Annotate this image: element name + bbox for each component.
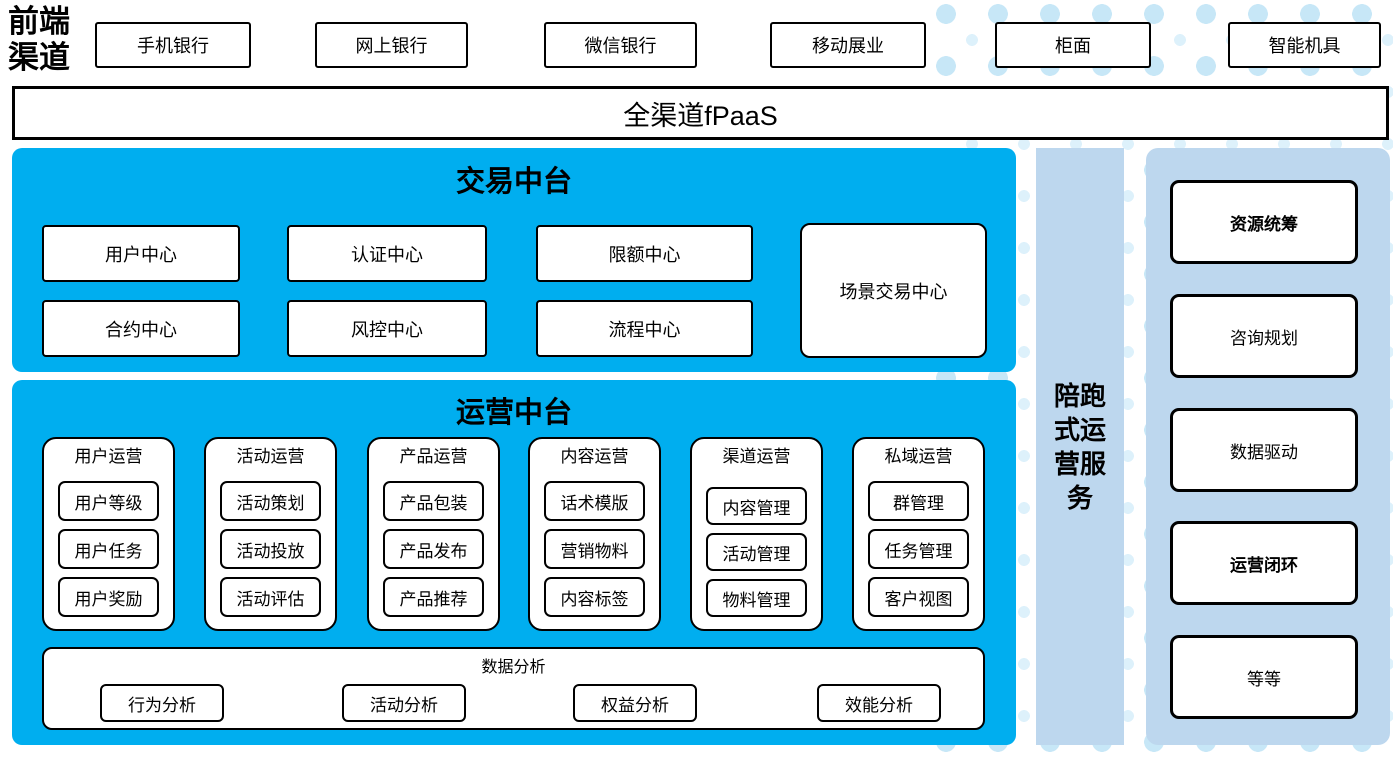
content-tag-box: 内容标签 [544, 577, 645, 617]
content-ops-column: 内容运营 话术模版 营销物料 内容标签 [528, 437, 661, 631]
accompany-service-bar: 陪跑式运营服务 [1036, 148, 1124, 745]
contract-center-box: 合约中心 [42, 300, 240, 357]
product-release-box: 产品发布 [383, 529, 484, 569]
activity-planning-box: 活动策划 [220, 481, 321, 521]
private-domain-ops-title: 私域运营 [884, 447, 953, 466]
trading-platform: 交易中台 用户中心 认证中心 限额中心 合约中心 风控中心 流程中心 场景交易中… [12, 148, 1016, 372]
etc-box: 等等 [1170, 635, 1358, 719]
product-ops-title: 产品运营 [399, 447, 468, 466]
efficiency-analysis-box: 效能分析 [817, 684, 941, 722]
user-level-box: 用户等级 [58, 481, 159, 521]
content-management-box: 内容管理 [706, 487, 807, 525]
user-ops-column: 用户运营 用户等级 用户任务 用户奖励 [42, 437, 175, 631]
marketing-material-box: 营销物料 [544, 529, 645, 569]
task-management-box: 任务管理 [868, 529, 969, 569]
content-ops-title: 内容运营 [560, 447, 629, 466]
user-center-box: 用户中心 [42, 225, 240, 282]
product-ops-column: 产品运营 产品包装 产品发布 产品推荐 [367, 437, 500, 631]
activity-ops-title: 活动运营 [236, 447, 305, 466]
frontend-channels-label: 前端渠道 [8, 4, 70, 75]
accompany-service-label: 陪跑式运营服务 [1053, 380, 1106, 513]
user-reward-box: 用户奖励 [58, 577, 159, 617]
customer-view-box: 客户视图 [868, 577, 969, 617]
limit-center-box: 限额中心 [536, 225, 753, 282]
behavior-analysis-box: 行为分析 [100, 684, 224, 722]
product-packaging-box: 产品包装 [383, 481, 484, 521]
channel-ops-column: 渠道运营 内容管理 活动管理 物料管理 [690, 437, 823, 631]
data-driven-box: 数据驱动 [1170, 408, 1358, 492]
material-management-box: 物料管理 [706, 579, 807, 617]
risk-center-box: 风控中心 [287, 300, 487, 357]
activity-analysis-box: 活动分析 [342, 684, 466, 722]
private-domain-ops-column: 私域运营 群管理 任务管理 客户视图 [852, 437, 985, 631]
activity-management-box: 活动管理 [706, 533, 807, 571]
scenario-trading-center-box: 场景交易中心 [800, 223, 987, 358]
user-task-box: 用户任务 [58, 529, 159, 569]
channel-online-banking: 网上银行 [315, 22, 468, 68]
channel-mobile-banking: 手机银行 [95, 22, 251, 68]
activity-delivery-box: 活动投放 [220, 529, 321, 569]
activity-ops-column: 活动运营 活动策划 活动投放 活动评估 [204, 437, 337, 631]
script-template-box: 话术模版 [544, 481, 645, 521]
fpaas-bar: 全渠道fPaaS [12, 86, 1389, 140]
channel-mobile-sales: 移动展业 [770, 22, 926, 68]
operation-closed-loop-box: 运营闭环 [1170, 521, 1358, 605]
operations-platform: 运营中台 用户运营 用户等级 用户任务 用户奖励 活动运营 活动策划 活动投放 … [12, 380, 1016, 745]
operations-platform-title: 运营中台 [455, 397, 572, 429]
data-analysis-title: 数据分析 [481, 659, 546, 676]
channel-counter: 柜面 [995, 22, 1151, 68]
product-recommendation-box: 产品推荐 [383, 577, 484, 617]
benefit-analysis-box: 权益分析 [573, 684, 697, 722]
data-analysis-box: 数据分析 行为分析 活动分析 权益分析 效能分析 [42, 647, 985, 730]
group-management-box: 群管理 [868, 481, 969, 521]
channel-smart-devices: 智能机具 [1228, 22, 1381, 68]
channel-wechat-banking: 微信银行 [544, 22, 697, 68]
channel-ops-title: 渠道运营 [722, 447, 791, 466]
auth-center-box: 认证中心 [287, 225, 487, 282]
consulting-planning-box: 咨询规划 [1170, 294, 1358, 378]
resource-coordination-box: 资源统筹 [1170, 180, 1358, 264]
activity-evaluation-box: 活动评估 [220, 577, 321, 617]
services-panel: 资源统筹 咨询规划 数据驱动 运营闭环 等等 [1146, 148, 1390, 745]
trading-platform-title: 交易中台 [455, 166, 572, 198]
process-center-box: 流程中心 [536, 300, 753, 357]
user-ops-title: 用户运营 [74, 447, 143, 466]
